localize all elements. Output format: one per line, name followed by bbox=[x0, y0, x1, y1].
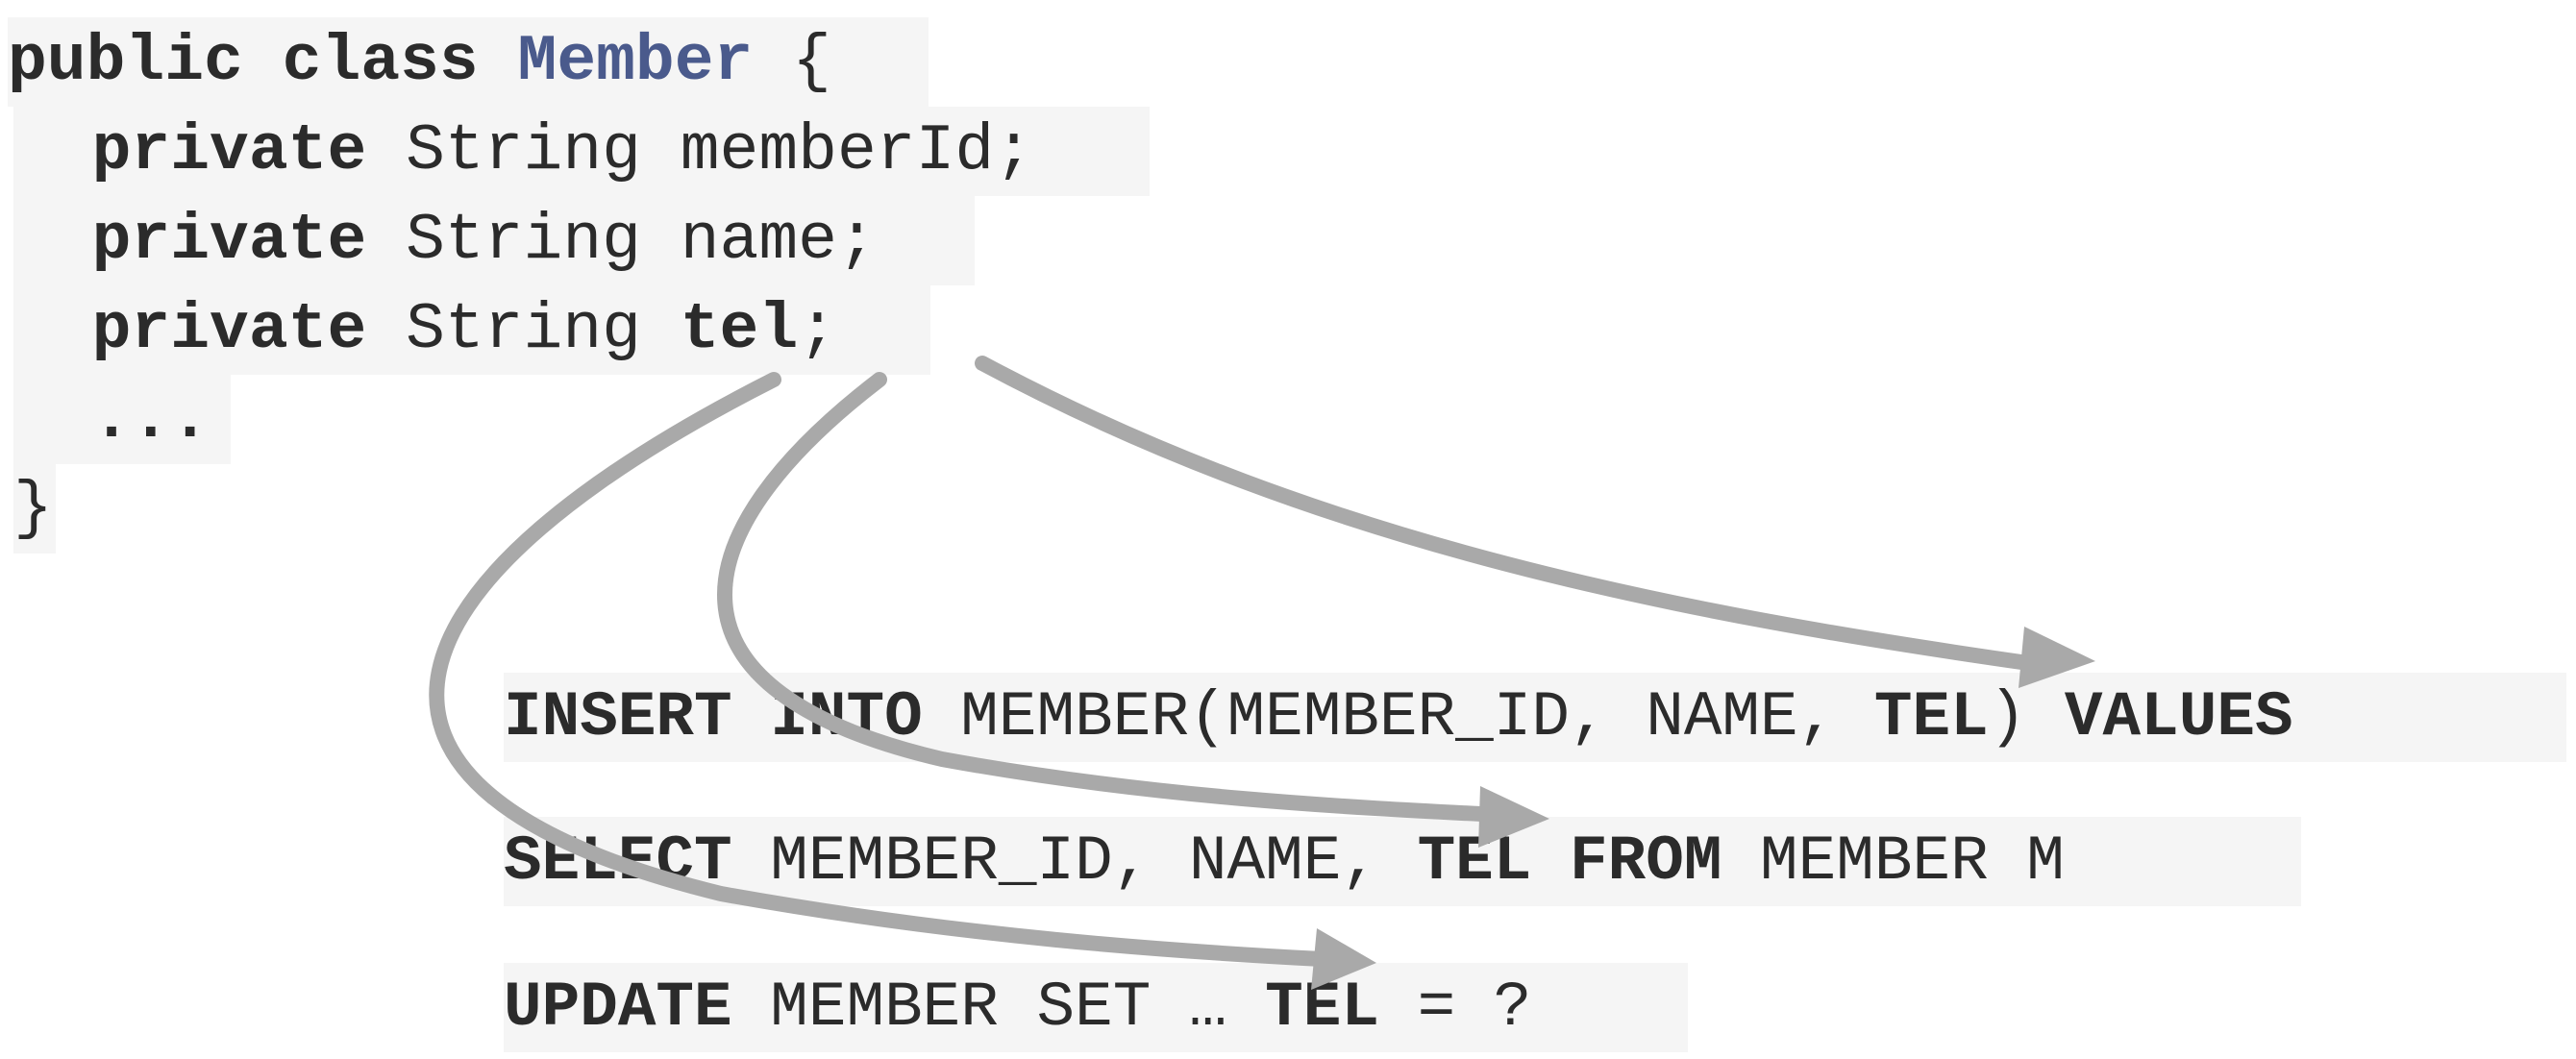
arrow-tel-to-insert bbox=[975, 356, 2036, 671]
field-member-id: memberId; bbox=[680, 114, 1034, 188]
sql-select-table: MEMBER M bbox=[1760, 825, 2065, 898]
field-name: name; bbox=[680, 204, 877, 278]
sql-update-set: MEMBER SET … bbox=[770, 972, 1227, 1044]
ellipsis: ... bbox=[91, 382, 211, 456]
sql-insert-paren: ) bbox=[1988, 681, 2027, 753]
sql-update-statement: UPDATE MEMBER SET … TEL = ? bbox=[504, 963, 1688, 1052]
code-line-tel: private String tel; bbox=[13, 285, 930, 375]
code-line-class-declaration: public class Member { bbox=[8, 17, 929, 107]
sql-keyword-values: VALUES bbox=[2064, 681, 2293, 753]
type-string: String bbox=[406, 114, 641, 188]
keyword-public: public bbox=[8, 25, 243, 99]
sql-keyword-insert: INSERT bbox=[504, 681, 732, 753]
semicolon: ; bbox=[798, 293, 837, 367]
sql-insert-tel: TEL bbox=[1873, 681, 1989, 753]
keyword-private: private bbox=[91, 204, 367, 278]
sql-keyword-update: UPDATE bbox=[504, 972, 732, 1044]
keyword-private: private bbox=[91, 114, 367, 188]
class-name: Member bbox=[517, 25, 754, 99]
keyword-private: private bbox=[91, 293, 367, 367]
code-line-member-id: private String memberId; bbox=[13, 107, 1150, 196]
sql-keyword-from: FROM bbox=[1570, 825, 1722, 898]
sql-select-tel: TEL bbox=[1417, 825, 1532, 898]
sql-insert-statement: INSERT INTO MEMBER(MEMBER_ID, NAME, TEL)… bbox=[504, 673, 2566, 762]
brace-close: } bbox=[13, 472, 53, 546]
type-string: String bbox=[406, 204, 641, 278]
sql-select-statement: SELECT MEMBER_ID, NAME, TEL FROM MEMBER … bbox=[504, 817, 2301, 906]
sql-update-assign: = ? bbox=[1417, 972, 1532, 1044]
code-line-close-brace: } bbox=[13, 464, 56, 554]
sql-select-columns: MEMBER_ID, NAME, bbox=[770, 825, 1379, 898]
type-string: String bbox=[406, 293, 641, 367]
brace-open: { bbox=[792, 25, 831, 99]
code-line-name: private String name; bbox=[13, 196, 975, 285]
sql-update-tel: TEL bbox=[1265, 972, 1379, 1044]
sql-keyword-into: INTO bbox=[770, 681, 923, 753]
field-tel: tel bbox=[680, 293, 799, 367]
code-line-ellipsis: ... bbox=[13, 375, 231, 464]
sql-keyword-select: SELECT bbox=[504, 825, 732, 898]
keyword-class: class bbox=[282, 25, 479, 99]
sql-insert-table-columns: MEMBER(MEMBER_ID, NAME, bbox=[960, 681, 1837, 753]
